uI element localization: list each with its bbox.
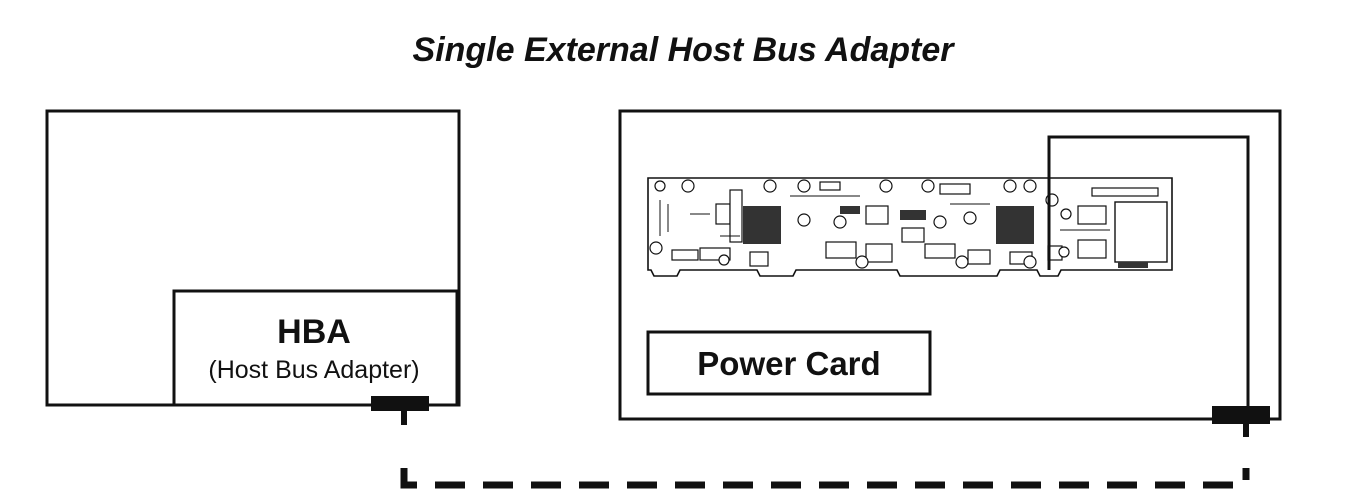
- hba-connector: [371, 396, 429, 411]
- external-sas-cable: [400, 468, 1250, 489]
- internal-cable: [1047, 135, 1250, 406]
- backplane-board: [647, 177, 1173, 277]
- hba-card: [172, 289, 459, 407]
- hba-label: HBA: [277, 313, 351, 351]
- power-card-label: Power Card: [697, 345, 880, 382]
- storage-enclosure-chassis: [618, 109, 1282, 421]
- power-card: [646, 330, 932, 396]
- diagram-title: Single External Host Bus Adapter: [413, 31, 956, 69]
- hba-sublabel: (Host Bus Adapter): [208, 356, 419, 384]
- enclosure-connector: [1212, 406, 1270, 424]
